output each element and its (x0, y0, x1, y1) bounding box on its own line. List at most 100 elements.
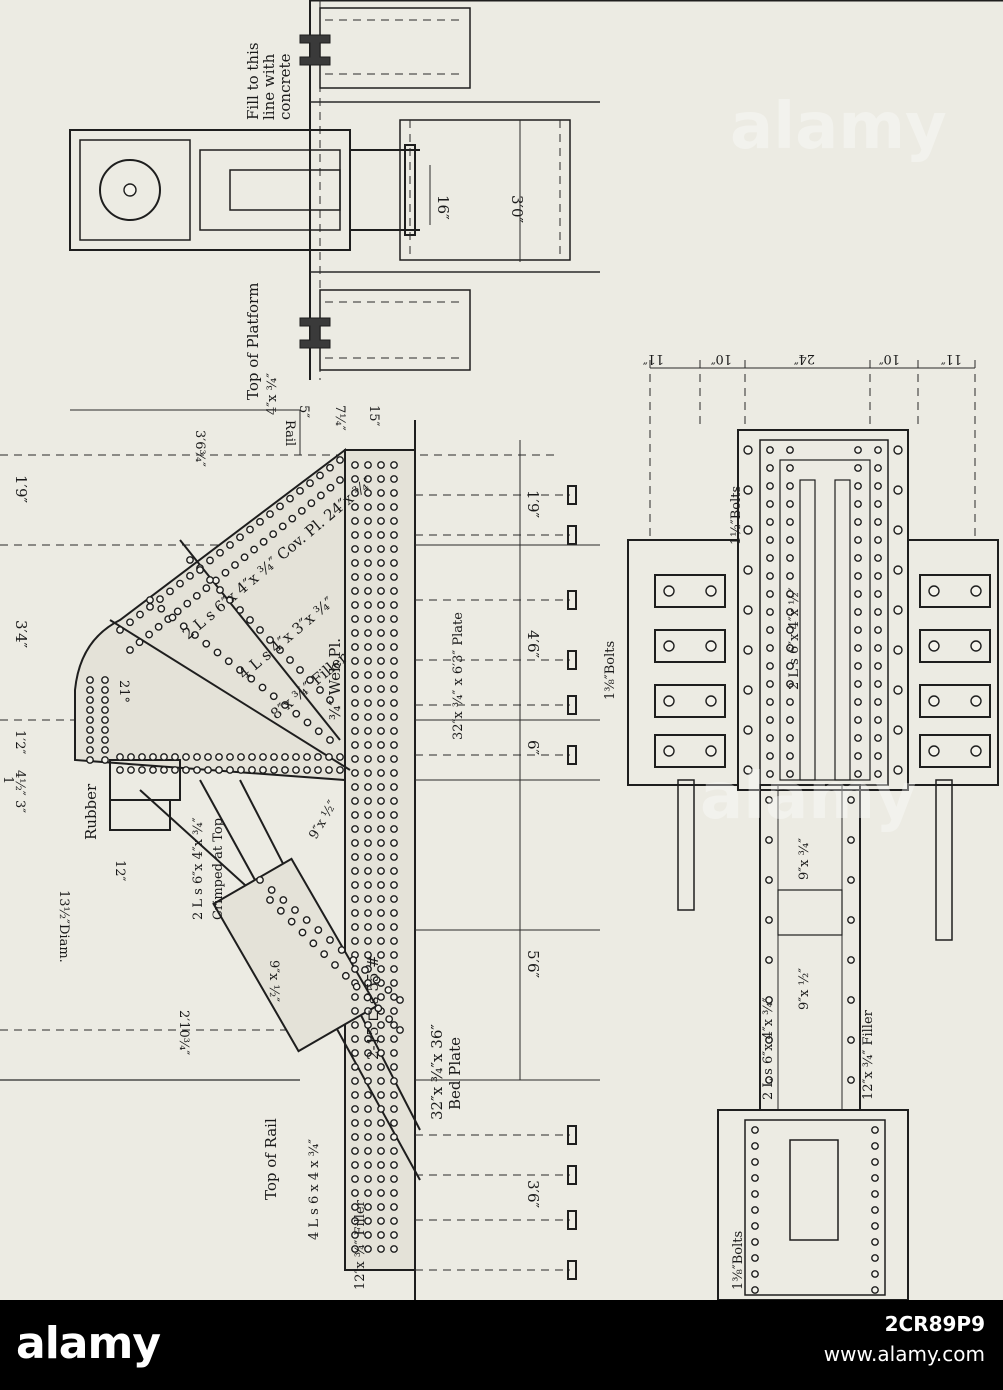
rivet (847, 836, 855, 844)
plan-9x3-4-label: 9″x ¾″ (797, 838, 812, 880)
rivet (871, 1238, 879, 1246)
rivet (364, 755, 372, 763)
rivet (390, 1119, 398, 1127)
rivet (377, 825, 385, 833)
rivet (390, 1077, 398, 1085)
rivet (663, 745, 675, 757)
rivet (351, 965, 359, 973)
rivet (377, 1091, 385, 1099)
rivet (390, 1105, 398, 1113)
rivet (351, 1133, 359, 1141)
rivet (116, 753, 124, 761)
rivet (351, 573, 359, 581)
rivet (743, 685, 753, 695)
rivet (276, 646, 284, 654)
rivet (138, 766, 146, 774)
crimped-label-2: Crimped at Top (211, 818, 226, 920)
rivet (364, 643, 372, 651)
rivet (377, 1049, 385, 1057)
rivet (101, 696, 109, 704)
rivet (364, 615, 372, 623)
rivet (341, 971, 350, 980)
rivet (390, 993, 398, 1001)
tie-plate (919, 684, 991, 718)
dim-6-label: 6″ (524, 740, 542, 756)
rivet (86, 696, 94, 704)
rivet (364, 1189, 372, 1197)
site-url: www.alamy.com (823, 1342, 985, 1366)
rivet (854, 770, 862, 778)
rivet (871, 1174, 879, 1182)
plate-32-label: 32″x ¾″ x 6′3″ Plate (451, 612, 466, 740)
rivet (364, 951, 372, 959)
engineering-drawing: 3′0″ 16″ Fill to this line with concrete… (0, 0, 1003, 1300)
rivet (390, 1189, 398, 1197)
rivet (364, 797, 372, 805)
rivet (893, 445, 903, 455)
rivet (213, 648, 222, 657)
plan-side-plate-right (907, 539, 999, 786)
plan-angles-label: 2 L s 6″x 4″x ¾″ (761, 997, 776, 1100)
rivet (204, 766, 212, 774)
rivet (751, 1206, 759, 1214)
rivet (854, 464, 862, 472)
rivet (377, 545, 385, 553)
rivet (303, 718, 312, 727)
rivet (390, 1007, 398, 1015)
rivet (116, 626, 124, 634)
rivet (351, 643, 359, 651)
bracket-section (69, 129, 420, 251)
rivet (377, 1119, 385, 1127)
plan-dim-24-label: 24″ (793, 351, 815, 366)
rivet (364, 629, 372, 637)
anchor-bolt-head (567, 1165, 577, 1185)
rivet (390, 1133, 398, 1141)
plan-anchorage (717, 1109, 909, 1300)
bed-plate-label-2: Bed Plate (446, 1037, 464, 1110)
rivet (871, 1254, 879, 1262)
rivet (326, 696, 334, 704)
rivet (364, 1063, 372, 1071)
rivet (390, 895, 398, 903)
rivet (854, 698, 862, 706)
rivet (705, 745, 717, 757)
rivet (751, 1142, 759, 1150)
rivet (86, 746, 94, 754)
rivet (193, 753, 201, 761)
rivet (663, 585, 675, 597)
bolts-1-1-2-label: 1½″Bolts (729, 486, 744, 545)
diam-label: 13½″Diam. (56, 890, 71, 963)
lower-tie (299, 289, 471, 371)
rivet (349, 956, 358, 964)
rivet (377, 461, 385, 469)
rivet (928, 640, 940, 652)
rivet (743, 725, 753, 735)
rivet (286, 494, 294, 503)
rivet (854, 608, 862, 616)
rivet (337, 946, 346, 954)
rivet (316, 471, 324, 480)
rivet (206, 556, 214, 565)
rivet (86, 686, 94, 694)
rivet (364, 1077, 372, 1085)
rivet (101, 716, 109, 724)
anchor-bolt-head (567, 745, 577, 765)
rivet (786, 446, 794, 454)
rivet (786, 572, 794, 580)
rivet (351, 1245, 359, 1253)
rivet (364, 489, 372, 497)
rivet (970, 745, 982, 757)
rivet (390, 881, 398, 889)
rivet (390, 1035, 398, 1043)
rivet (364, 839, 372, 847)
rivet (705, 695, 717, 707)
rivet (390, 867, 398, 875)
rivet (351, 1161, 359, 1169)
rivet (874, 644, 882, 652)
rivet (364, 685, 372, 693)
rivet (136, 610, 144, 619)
rivet (364, 1007, 372, 1015)
rivet (765, 836, 773, 844)
rivet (246, 525, 254, 534)
rivet (377, 699, 385, 707)
